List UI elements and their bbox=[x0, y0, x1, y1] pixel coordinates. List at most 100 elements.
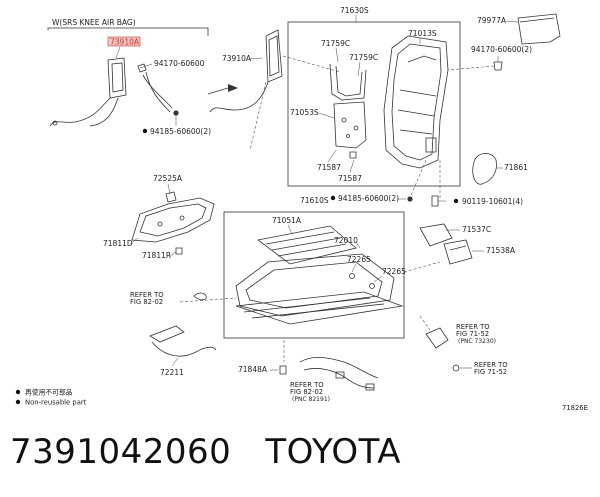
lumbar-wire-inner bbox=[335, 65, 363, 97]
wire-harness-left-2 bbox=[145, 71, 171, 113]
footer-part-number: 7391042060 bbox=[10, 432, 232, 472]
cover-71537C bbox=[419, 223, 453, 247]
exploded-parts-diagram: W(SRS KNEE AIR BAG) 73910A 94170-60600 9… bbox=[15, 6, 588, 412]
part-label-90119-10601[interactable]: 90119-10601(4) bbox=[462, 197, 523, 206]
part-label-71630S[interactable]: 71630S bbox=[340, 6, 369, 15]
clip-71811R bbox=[175, 247, 183, 255]
recliner-plate bbox=[425, 137, 437, 153]
headrest-pad bbox=[517, 13, 561, 45]
knee-airbag-module-left bbox=[107, 57, 127, 99]
cover-72265-b bbox=[369, 283, 375, 289]
knee-airbag-module-center bbox=[265, 29, 283, 83]
clip-71848A bbox=[279, 365, 287, 375]
part-footer: 7391042060 TOYOTA bbox=[10, 432, 401, 472]
part-label-73910A[interactable]: 73910A bbox=[222, 54, 252, 63]
part-label-72265-a[interactable]: 72265 bbox=[347, 255, 371, 264]
clip-94170-a bbox=[137, 63, 147, 73]
part-label-72525A[interactable]: 72525A bbox=[153, 174, 183, 183]
diagram-code: 71826E bbox=[562, 404, 588, 412]
ref-fig82-bottom-line2[interactable]: FIG 82-02 bbox=[290, 388, 323, 396]
ref-fig82-bottom-line3[interactable]: (PNC 82191) bbox=[292, 396, 330, 403]
ref-fig82-bottom-line1[interactable]: REFER TO bbox=[290, 381, 324, 389]
legend-item-1: 再使用不可部品 bbox=[25, 388, 73, 397]
bottom-harness-group: 71848A bbox=[238, 340, 379, 391]
ref-fig71-b-line2[interactable]: FIG 71-52 bbox=[474, 368, 507, 376]
side-shield-inner bbox=[139, 203, 207, 237]
airbag-wire-left bbox=[49, 97, 111, 127]
part-label-71811R[interactable]: 71811R bbox=[142, 251, 171, 260]
legend: 再使用不可部品 Non-reusable part bbox=[15, 388, 87, 407]
part-label-72010[interactable]: 72010 bbox=[334, 236, 358, 245]
part-label-71610S[interactable]: 71610S bbox=[300, 196, 329, 205]
part-label-94170-60600-b[interactable]: 94170-60600(2) bbox=[471, 45, 532, 54]
right-covers-group: 71537C 71538A bbox=[403, 223, 516, 273]
clip-94170-b bbox=[493, 61, 503, 71]
part-label-94185-60600-b[interactable]: 94185-60600(2) bbox=[338, 194, 399, 203]
buckle-bracket bbox=[425, 327, 449, 349]
seat-rails bbox=[235, 291, 404, 325]
ref-fig71-a-line1[interactable]: REFER TO bbox=[456, 323, 490, 331]
part-label-71013S[interactable]: 71013S bbox=[408, 29, 437, 38]
variant-group-srs-knee-airbag: W(SRS KNEE AIR BAG) 73910A 94170-60600 9… bbox=[47, 18, 211, 136]
part-label-72265-b[interactable]: 72265 bbox=[382, 267, 406, 276]
legend-bullet-1 bbox=[15, 389, 21, 395]
part-label-71538A[interactable]: 71538A bbox=[486, 246, 516, 255]
highlight-box bbox=[107, 36, 141, 47]
lumbar-support bbox=[333, 101, 367, 149]
part-label-94170-60600-a[interactable]: 94170-60600 bbox=[154, 59, 205, 68]
wire-bracket-72211 bbox=[149, 325, 185, 343]
non-reusable-mark-c bbox=[453, 198, 459, 204]
headrest-pad-group: 79977A 94170-60600(2) bbox=[447, 13, 561, 71]
transfer-arrow-shaft bbox=[207, 87, 229, 95]
ref-fig82-left-line1[interactable]: REFER TO bbox=[130, 291, 164, 299]
seat-harness-2 bbox=[303, 368, 375, 389]
side-cover-group: 71861 bbox=[472, 153, 528, 185]
part-label-73910A-highlight[interactable]: 73910A bbox=[110, 38, 140, 47]
seatback-frame-group: 71630S 71013S 71759C 71759C 71053S bbox=[287, 6, 461, 200]
ref-fig71-b-line1[interactable]: REFER TO bbox=[474, 361, 508, 369]
bolt-90119 bbox=[431, 195, 439, 207]
part-label-71587-a[interactable]: 71587 bbox=[317, 163, 341, 172]
part-label-71811D[interactable]: 71811D bbox=[103, 239, 133, 248]
part-label-71587-b[interactable]: 71587 bbox=[338, 174, 362, 183]
seatback-frame bbox=[383, 35, 449, 169]
non-reusable-mark-b bbox=[330, 195, 336, 201]
part-label-72211[interactable]: 72211 bbox=[160, 368, 184, 377]
wire-72211 bbox=[151, 341, 217, 357]
cushion-wire-group: 72211 bbox=[149, 325, 217, 377]
side-cover-71861 bbox=[472, 153, 497, 185]
lower-back-fasteners: 71610S 94185-60600(2) 90119-10601(4) bbox=[300, 194, 523, 207]
knee-airbag-inner-center bbox=[268, 35, 280, 77]
part-label-71053S[interactable]: 71053S bbox=[290, 108, 319, 117]
airbag-wire-center bbox=[209, 81, 269, 113]
knee-airbag-inner-left bbox=[111, 62, 124, 93]
cushion-frame-inner bbox=[245, 261, 383, 309]
bolt-fig71-b bbox=[452, 364, 460, 372]
footer-brand: TOYOTA bbox=[265, 432, 402, 472]
part-label-71759C-b[interactable]: 71759C bbox=[349, 53, 378, 62]
ref-fig71-a-line3[interactable]: (PNC 73230) bbox=[458, 338, 496, 345]
reference-fig71-b: REFER TO FIG 71-52 bbox=[452, 361, 508, 376]
part-label-94185-60600-a[interactable]: 94185-60600(2) bbox=[150, 127, 211, 136]
connector-fig82-left bbox=[193, 292, 207, 301]
connector-left bbox=[52, 120, 58, 126]
part-label-71759C-a[interactable]: 71759C bbox=[321, 39, 350, 48]
part-label-79977A[interactable]: 79977A bbox=[477, 16, 507, 25]
part-label-71848A[interactable]: 71848A bbox=[238, 365, 268, 374]
leader-line bbox=[115, 46, 121, 59]
ref-fig71-a-line2[interactable]: FIG 71-52 bbox=[456, 330, 489, 338]
lumbar-wire bbox=[329, 63, 367, 101]
part-label-71537C[interactable]: 71537C bbox=[462, 225, 491, 234]
seatback-assembly-box bbox=[287, 21, 461, 187]
ref-fig82-left-line2[interactable]: FIG 82-02 bbox=[130, 298, 163, 306]
bolt-head-a bbox=[173, 110, 179, 116]
cover-71538A bbox=[443, 239, 473, 265]
seat-rail-tracks bbox=[243, 297, 385, 319]
cushion-frame-group: 71051A 72010 72265 72265 bbox=[223, 211, 406, 339]
reference-fig82-left: REFER TO FIG 82-02 bbox=[130, 291, 237, 306]
cushion-assembly-box bbox=[223, 211, 405, 339]
knee-airbag-center-group: 73910A bbox=[209, 29, 341, 151]
part-label-71861[interactable]: 71861 bbox=[504, 163, 528, 172]
seat-harness bbox=[299, 357, 379, 379]
part-label-71051A[interactable]: 71051A bbox=[272, 216, 302, 225]
